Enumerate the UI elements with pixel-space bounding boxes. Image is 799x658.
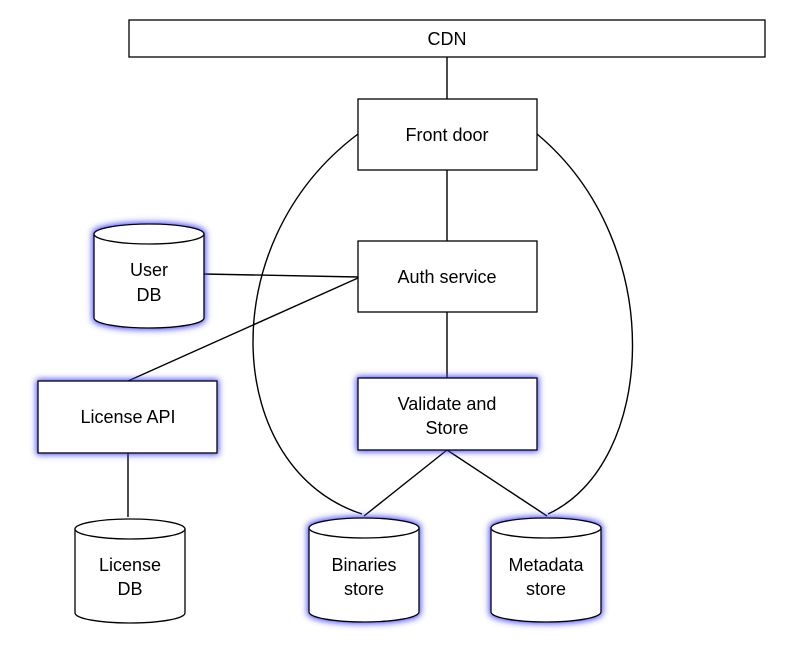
front-door-box (357, 98, 538, 171)
validate-store-label-line-1: Validate and (398, 394, 497, 414)
binaries-store-cylinder (308, 517, 420, 623)
front-door-label: Front door (405, 125, 488, 145)
edge-front-door-binaries-store (252, 133, 363, 515)
license-api-box (37, 380, 218, 454)
user-db-node: User DB (93, 223, 205, 329)
edges (127, 57, 634, 517)
metadata-store-node: Metadata store (490, 517, 602, 623)
license-db-label-line-2: DB (117, 579, 142, 599)
auth-service-box (357, 240, 538, 313)
front-door-node: Front door (357, 98, 538, 171)
binaries-store-label-line-1: Binaries (331, 555, 396, 575)
binaries-store-label-line-2: store (344, 579, 384, 599)
cdn-label: CDN (428, 29, 467, 49)
license-db-cylinder (74, 518, 186, 624)
user-db-cylinder (93, 223, 205, 329)
edge-front-door-metadata-store (536, 133, 634, 515)
metadata-store-label-line-2: store (526, 579, 566, 599)
metadata-store-cylinder (490, 517, 602, 623)
user-db-label-line-1: User (130, 260, 168, 280)
license-api-node: License API (37, 380, 218, 454)
user-db-label-line-2: DB (136, 285, 161, 305)
edge-validate-store-binaries-store (363, 449, 448, 517)
edge-validate-store-metadata-store (446, 449, 548, 517)
validate-store-node: Validate and Store (357, 377, 538, 451)
validate-store-label-line-2: Store (425, 418, 468, 438)
license-db-node: License DB (74, 518, 186, 624)
validate-store-box (357, 377, 538, 451)
metadata-store-label-line-1: Metadata (508, 555, 584, 575)
edge-license-api-auth-service (127, 277, 359, 382)
auth-service-node: Auth service (357, 240, 538, 313)
binaries-store-node: Binaries store (308, 517, 420, 623)
cdn-box (128, 19, 766, 58)
cdn-node: CDN (128, 19, 766, 58)
license-api-label: License API (80, 407, 175, 427)
auth-service-label: Auth service (397, 267, 496, 287)
license-db-label-line-1: License (99, 555, 161, 575)
edge-user-db-auth-service (202, 273, 359, 278)
